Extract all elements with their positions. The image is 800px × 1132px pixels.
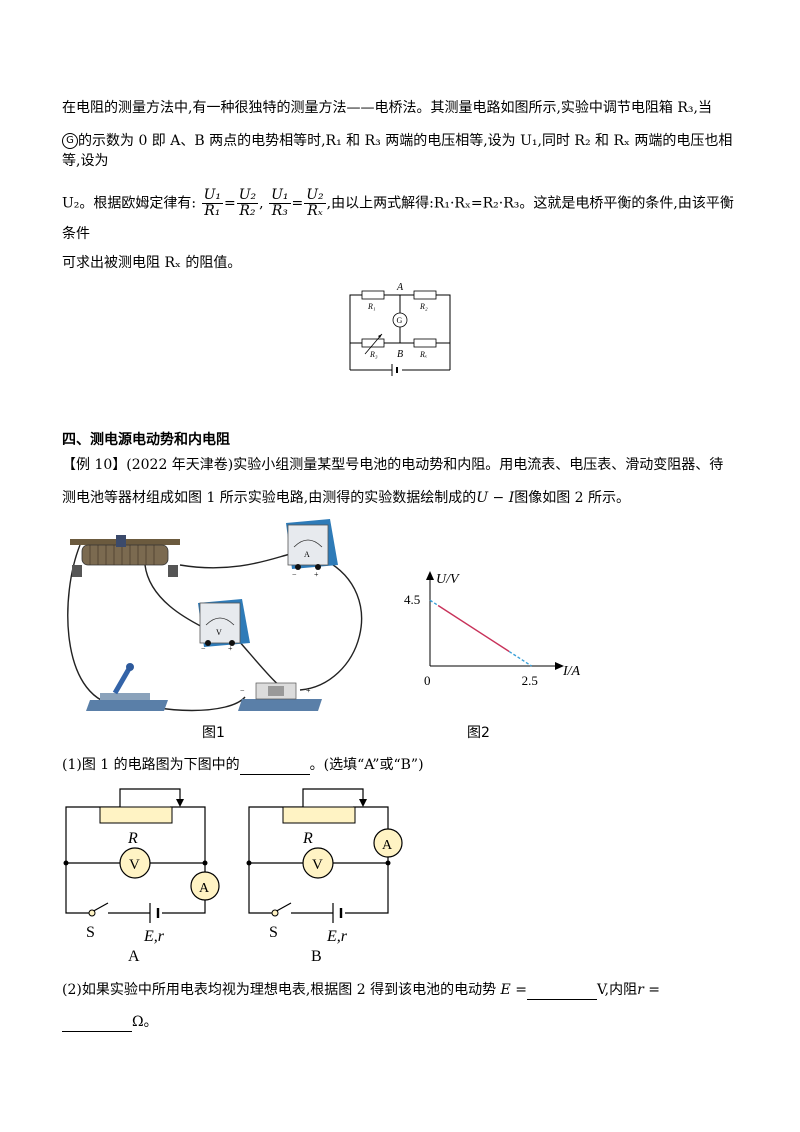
circuit-b-label: B [311,948,322,965]
q1-choice-text: 。(选填“A”或“B”) [309,757,424,773]
node-b-label: B [397,349,403,360]
resistor-r3 [361,338,385,348]
example-line-2: 测电池等器材组成如图 1 所示实验电路,由测得的实验数据绘制成的U − I图像如… [62,488,742,508]
ammeter-minus: − [292,570,297,579]
question-1: (1)图 1 的电路图为下图中的 。(选填“A”或“B”) [62,755,742,775]
circuit-diagram-a: R V A S E,r A [63,788,220,965]
circuit-b-s-label: S [269,924,278,941]
rheostat [70,535,180,577]
section-heading: 四、测电源电动势和内电阻 [62,432,230,448]
resistor-r1 [361,290,385,300]
voltmeter-v [119,847,151,879]
example-line-1: 【例 10】(2022 年天津卷)实验小组测量某型号电池的电动势和内阻。用电流表… [62,457,724,473]
node-a-label: A [396,282,404,293]
ammeter-a [373,828,403,858]
question-2: (2)如果实验中所用电表均视为理想电表,根据图 2 得到该电池的电动势 E = V… [62,980,742,1000]
circuit-b-v-label: V [312,857,323,873]
y-axis-arrow [426,571,434,580]
x-axis-label: I/A [562,664,581,679]
circuit-a-a-label: A [199,881,210,896]
series-line-dashed-end [508,650,532,667]
ammeter-plus: + [314,570,319,579]
circuit-b-a-label: A [382,838,393,853]
voltmeter-v [302,847,334,879]
figure-1-caption: 图1 [202,725,225,741]
ui-symbol: U − I [476,490,515,506]
wire-rheostat-ammeter [179,552,296,569]
intro-line-3-start: U₂。根据欧姆定律有: [62,195,197,212]
resistor-r2 [413,290,437,300]
figure-2-caption: 图2 [467,725,490,741]
circuit-b-er-label: E,r [326,928,348,945]
example-line-2a: 测电池等器材组成如图 1 所示实验电路,由测得的实验数据绘制成的 [62,490,477,506]
x-intercept-label: 2.5 [522,673,538,688]
intro-line-2-text: 的示数为 0 即 A、B 两点的电势相等时,R₁ 和 R₃ 两端的电压相等,设为… [62,133,733,169]
galvanometer-icon: G [62,133,78,149]
voltmeter-minus: − [201,644,206,653]
q1-text: (1)图 1 的电路图为下图中的 [62,757,240,773]
series-line-dashed-start [429,599,439,607]
circuit-a-v-label: V [129,857,140,873]
r3-label: R₃ [369,350,378,359]
q2-unit-v: V,内阻 [596,982,638,998]
voltmeter-face-label: V [216,628,222,637]
rx-label: Rₓ [419,350,427,359]
r1-label: R₁ [367,302,376,311]
y-axis-label: U/V [436,572,460,587]
y-intercept-label: 4.5 [404,592,420,607]
origin-label: 0 [424,673,431,688]
battery-minus: − [240,686,245,695]
battery-plus: + [306,686,311,695]
circuit-a-s-label: S [86,924,95,941]
intro-line-3-end: ,由以上两式解得:R₁·Rₓ=R₂·R₃。这就是电桥平衡的条件,由该平衡条件 [62,195,734,243]
resistor-rx [413,338,437,348]
example-line-2b: 图像如图 2 所示。 [514,490,631,506]
figure-1-apparatus: A − + V − + − + [67,519,363,712]
circuit-a-r-label: R [127,830,138,847]
rheostat-r [282,806,356,824]
q2-r-eq: r = [637,982,660,998]
x-axis-arrow [555,662,564,670]
r2-label: R₂ [419,302,428,311]
intro-line-4: 可求出被测电阻 Rₓ 的阻值。 [62,255,242,271]
ammeter-device: A − + [286,519,338,579]
q2-text: (2)如果实验中所用电表均视为理想电表,根据图 2 得到该电池的电动势 [62,982,497,998]
u-i-chart: U/V I/A 0 4.5 2.5 [404,571,581,688]
intro-line-1: 在电阻的测量方法中,有一种很独特的测量方法——电桥法。其测量电路如图所示,实验中… [62,100,712,116]
voltmeter-plus: + [228,644,233,653]
q2-resistance-blank[interactable] [62,1017,132,1032]
q2-unit-ohm: Ω。 [132,1014,158,1030]
galvanometer [392,312,408,328]
rheostat-r [99,806,173,824]
ammeter-face-label: A [304,550,310,559]
switch-device [86,663,168,711]
voltmeter-device: V − + [198,599,250,653]
q1-answer-blank[interactable] [239,760,310,775]
bridge-circuit-diagram: A B R₁ R₂ R₃ Rₓ G [349,282,451,376]
question-2-line-2: Ω。 [62,1012,742,1032]
q2-emf-blank[interactable] [526,985,597,1000]
series-line-solid [437,604,510,653]
battery-device: − + [238,682,322,711]
galvanometer-label: G [397,316,403,325]
ammeter-a [190,871,220,901]
circuit-diagram-b: R V A S E,r B [246,788,403,965]
circuit-a-er-label: E,r [143,928,165,945]
q2-e-eq: E = [500,982,527,998]
circuit-a-label: A [128,948,140,965]
wire-ammeter-battery [299,559,363,691]
circuit-b-r-label: R [302,830,313,847]
